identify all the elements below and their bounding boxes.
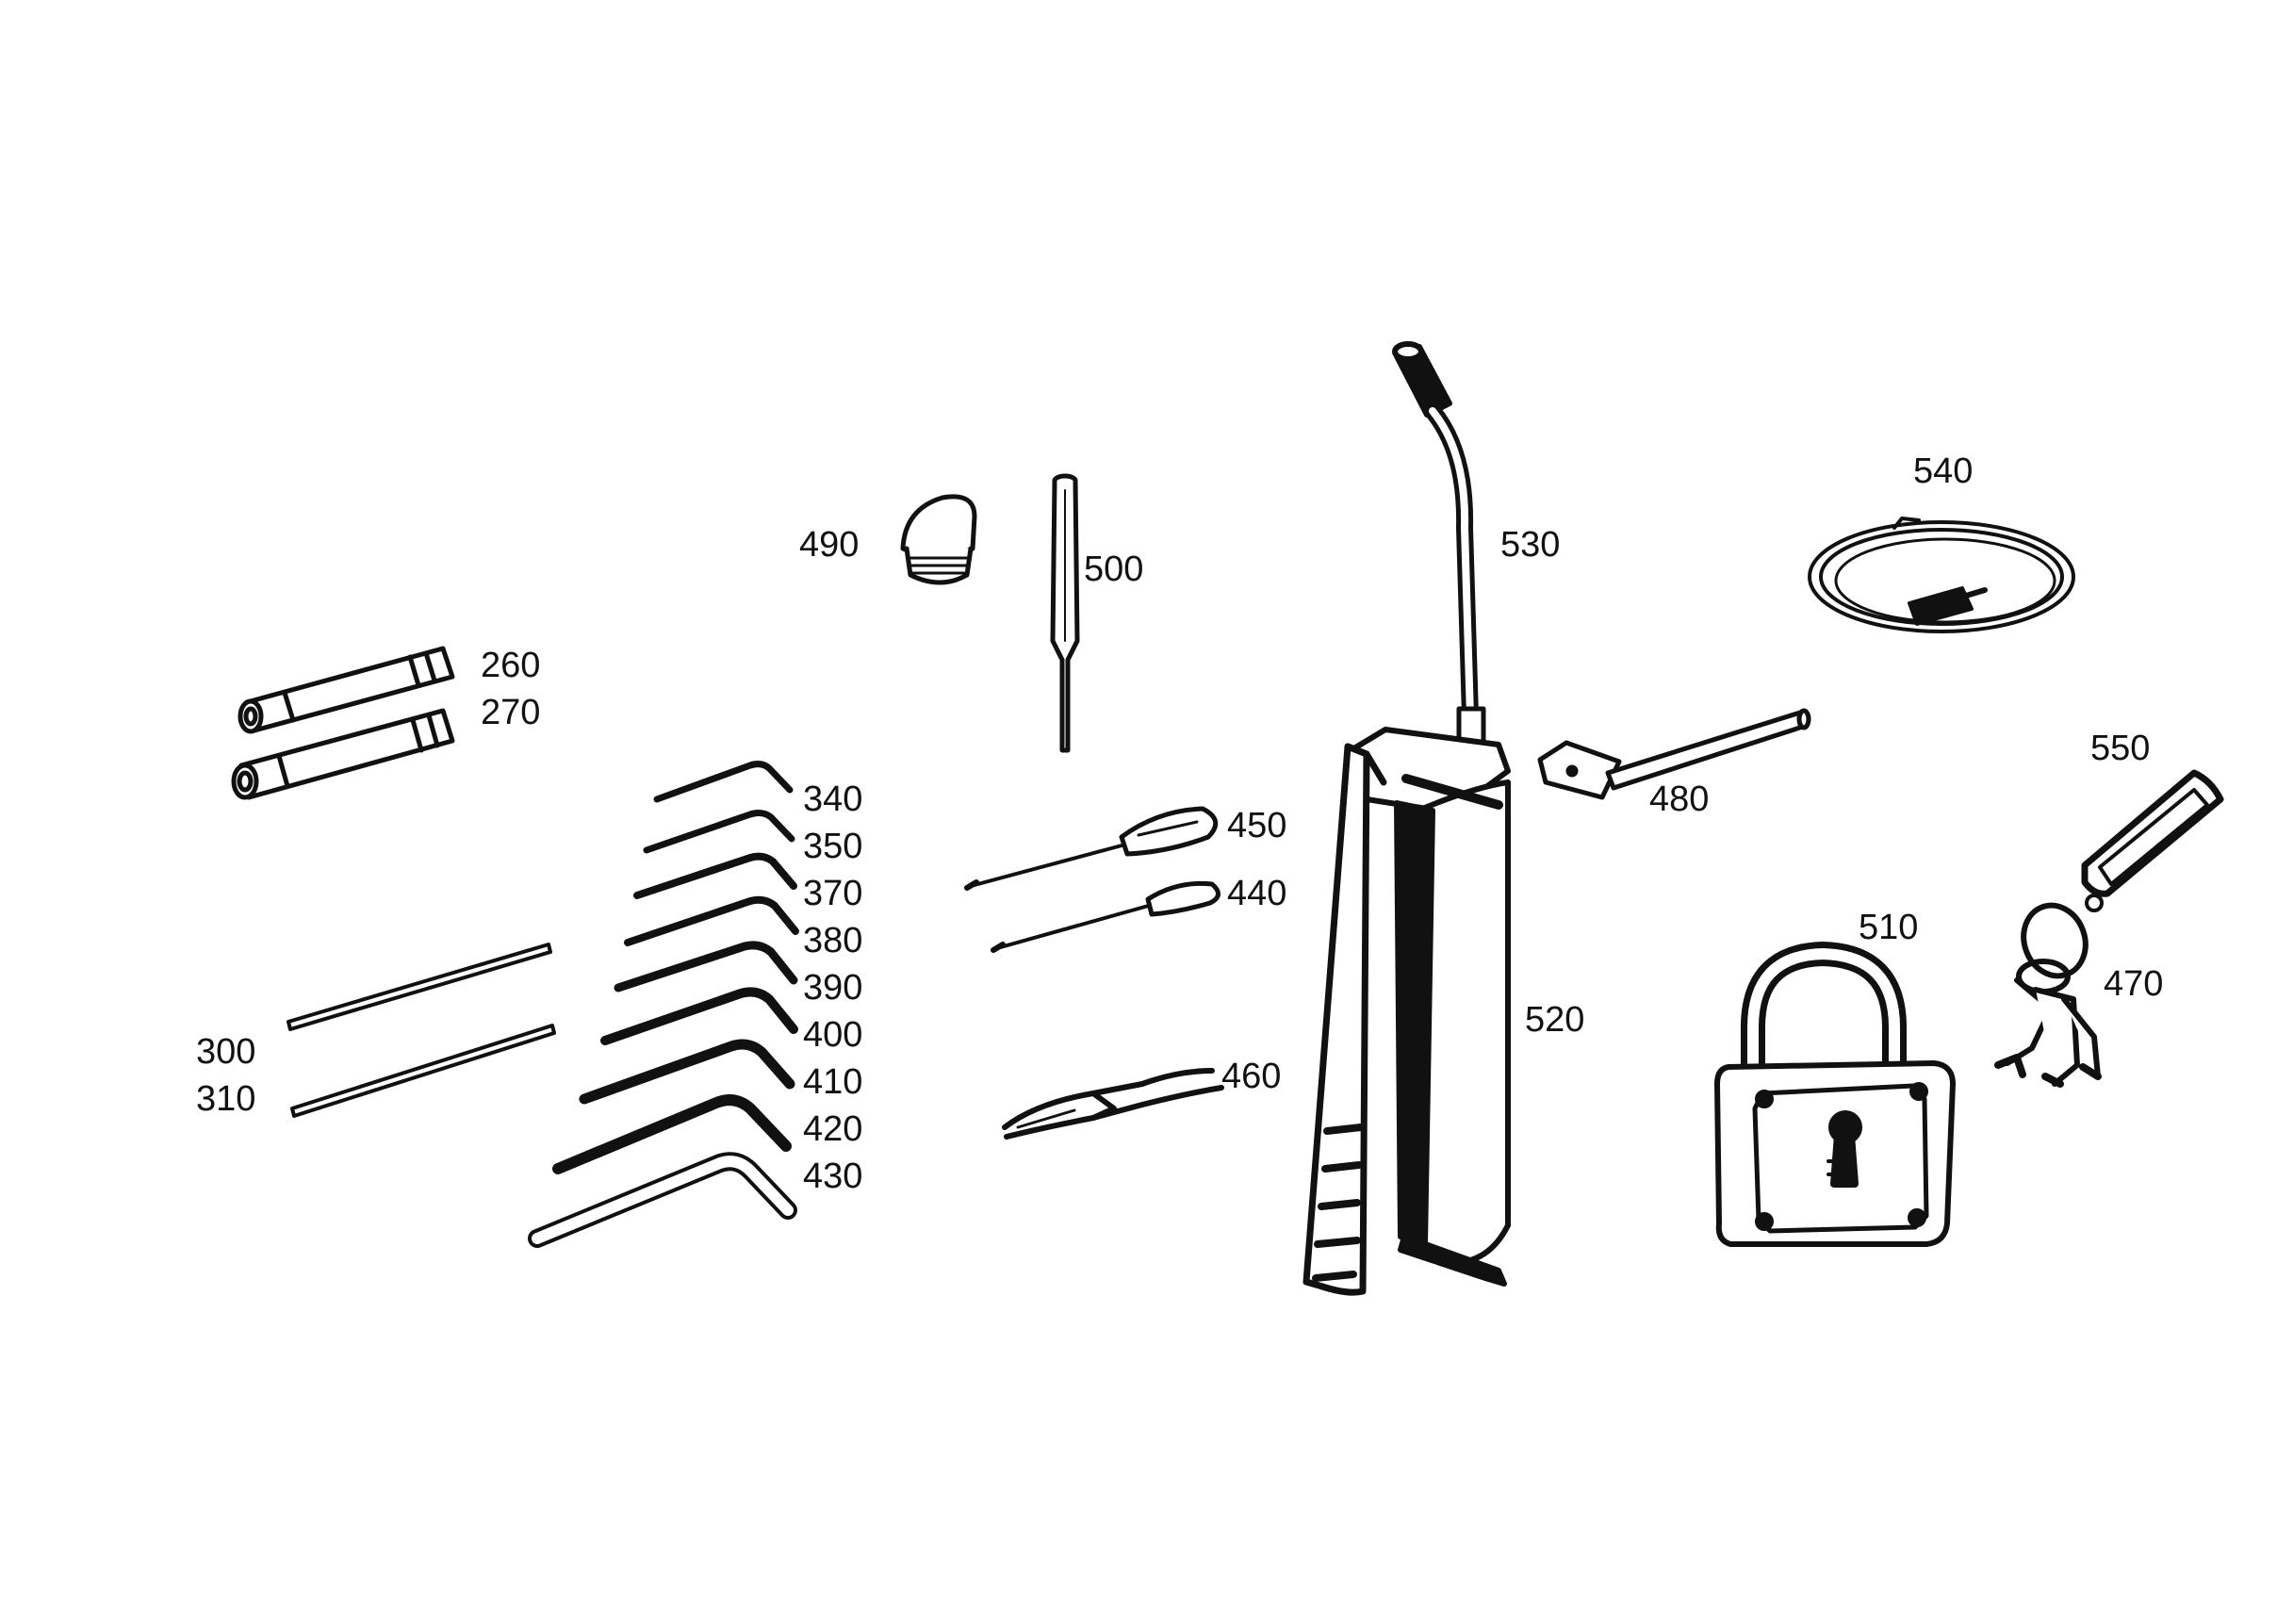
callout-370: 370 (803, 874, 862, 913)
pin-310 (290, 1024, 556, 1118)
hose-540 (1808, 517, 2075, 633)
hex-key-430 (528, 1152, 797, 1248)
padlock-510 (1714, 942, 1956, 1247)
hex-key-370 (633, 852, 797, 899)
socket-extension-270 (231, 708, 455, 800)
callout-350: 350 (803, 827, 862, 866)
socket-extension-260 (238, 646, 455, 734)
callout-400: 400 (803, 1015, 862, 1055)
callout-520: 520 (1525, 1000, 1584, 1040)
hex-key-420 (552, 1094, 792, 1174)
hex-key-380 (624, 895, 799, 946)
callout-260: 260 (481, 646, 540, 685)
callout-540: 540 (1913, 451, 1973, 491)
callout-460: 460 (1221, 1057, 1281, 1096)
callout-420: 420 (803, 1109, 862, 1149)
callout-410: 410 (803, 1062, 862, 1102)
hex-key-400 (600, 987, 798, 1045)
screwdriver-440 (991, 880, 1220, 953)
callout-500: 500 (1084, 550, 1143, 589)
hex-key-340 (653, 761, 794, 803)
callout-490: 490 (799, 525, 859, 565)
hex-key-390 (614, 941, 798, 992)
callout-300: 300 (196, 1032, 255, 1072)
callout-430: 430 (803, 1156, 862, 1196)
keys-470 (1994, 902, 2102, 1088)
drift-punch-500 (1050, 473, 1080, 753)
callout-530: 530 (1500, 525, 1560, 565)
callout-380: 380 (803, 921, 862, 960)
callout-510: 510 (1859, 908, 1918, 947)
pin-300 (287, 943, 552, 1031)
hammer-480 (1537, 708, 1811, 800)
callout-550: 550 (2090, 729, 2150, 768)
key-tag-550 (2081, 769, 2224, 912)
callout-340: 340 (803, 779, 862, 819)
callout-310: 310 (196, 1079, 255, 1119)
callout-270: 270 (481, 693, 540, 732)
callout-440: 440 (1227, 874, 1286, 913)
hex-key-410 (579, 1039, 795, 1105)
callout-470: 470 (2104, 964, 2163, 1004)
hex-key-350 (643, 810, 795, 854)
grease-gun-530-520 (1302, 341, 1511, 1296)
callout-480: 480 (1649, 779, 1709, 819)
pliers-460 (1002, 1068, 1224, 1140)
screwdriver-450 (964, 806, 1219, 891)
callout-450: 450 (1227, 806, 1286, 845)
drain-plug-490 (900, 494, 977, 585)
callout-390: 390 (803, 968, 862, 1008)
